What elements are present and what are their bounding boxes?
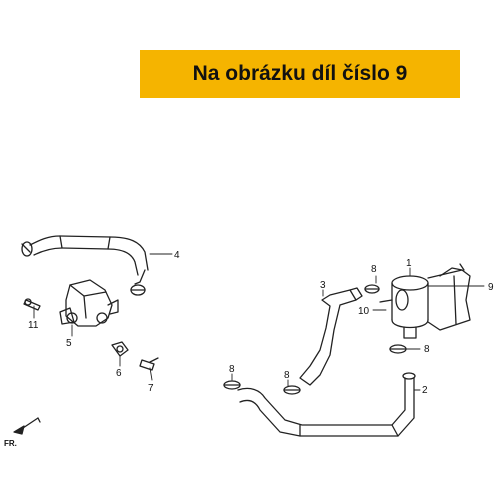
hose-part-2 — [237, 372, 416, 437]
hose-clip-4 — [130, 284, 146, 296]
callout-8-left: 8 — [229, 364, 235, 375]
callout-3: 3 — [320, 280, 326, 291]
hose-part-4 — [21, 235, 149, 285]
title-banner: Na obrázku díl číslo 9 — [140, 50, 460, 98]
clamp-part-8-a — [223, 380, 241, 390]
callout-10: 10 — [358, 306, 370, 317]
callout-9: 9 — [488, 282, 494, 293]
callout-7: 7 — [148, 383, 154, 394]
banner-text: Na obrázku díl číslo 9 — [192, 62, 408, 85]
callout-8-right: 8 — [424, 344, 430, 355]
callout-2: 2 — [422, 385, 428, 396]
bracket-part-9 — [427, 263, 471, 331]
front-direction-arrow — [13, 417, 41, 435]
grommet-part-6 — [111, 341, 129, 357]
clamp-part-8-c — [364, 284, 380, 294]
callout-8-top: 8 — [371, 264, 377, 275]
leader-lines — [33, 253, 485, 391]
callout-5: 5 — [66, 338, 72, 349]
direction-label: FR. — [4, 439, 17, 448]
callout-8-mid: 8 — [284, 370, 290, 381]
callout-1: 1 — [406, 258, 412, 269]
valve-part-5 — [59, 279, 119, 327]
clamp-part-8-b — [283, 385, 301, 395]
screw-part-7 — [139, 357, 159, 371]
hose-part-3 — [299, 287, 363, 386]
callout-6: 6 — [116, 368, 122, 379]
callout-11: 11 — [28, 320, 39, 331]
callout-4: 4 — [174, 250, 180, 261]
clamp-part-8-d — [389, 344, 407, 354]
canister-part-1 — [379, 275, 429, 339]
bolt-part-11 — [23, 298, 41, 311]
